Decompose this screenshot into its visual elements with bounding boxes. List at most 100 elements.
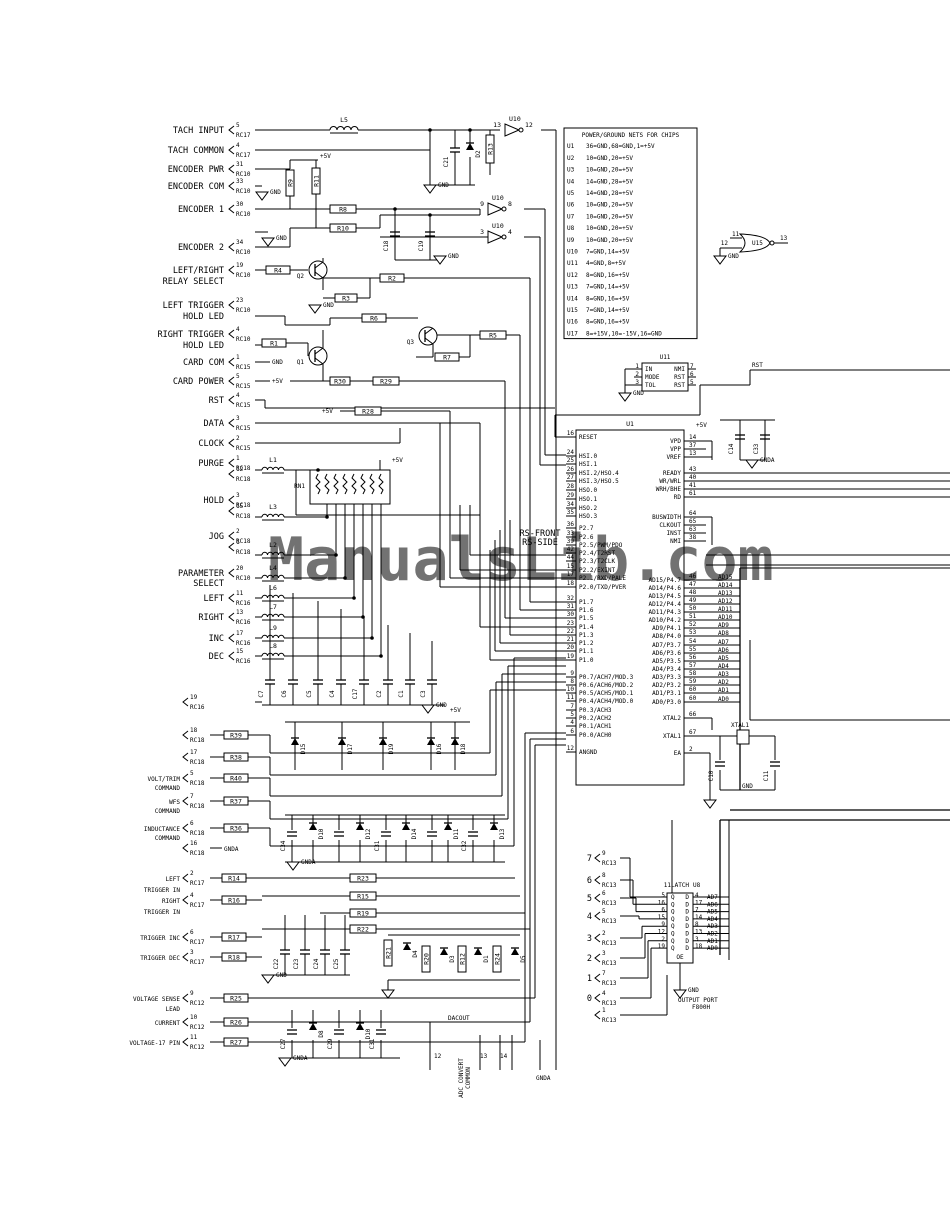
capacitor-label: C5 (306, 690, 313, 698)
resistor-label: R22 (357, 926, 369, 934)
junction-dot (428, 128, 432, 132)
pin-name: P2.5/PWM/PDO (579, 542, 623, 549)
input-label: RIGHT (198, 613, 224, 623)
inverter-gate (487, 202, 504, 216)
pin-name: Q (671, 901, 675, 908)
inductor-label: L1 (269, 456, 277, 464)
pin-number: 40 (689, 474, 697, 481)
pin-number: 23 (567, 620, 575, 627)
pin-name: P0.6/ACH6/MOD.2 (579, 682, 634, 689)
pin-name: RD (674, 494, 682, 501)
connector-id: RC15 (236, 364, 251, 371)
connector-id: RC12 (190, 1044, 205, 1051)
pin-name: HSI.0 (579, 453, 597, 460)
pin-name: RST (674, 374, 685, 381)
connector-id: RC17 (190, 880, 205, 887)
connector-id: RC18 (236, 513, 251, 520)
pin-number: 37 (689, 442, 697, 449)
input-label: TRIGGER INC (140, 935, 180, 942)
pin-number: 7 (570, 703, 574, 710)
resistor (457, 945, 467, 973)
input-label: PARAMETER (178, 569, 225, 579)
connector-arrow (228, 593, 235, 603)
transistor-emitter (314, 357, 324, 365)
bus-label: AD8 (718, 630, 729, 637)
resistor (221, 932, 247, 942)
pin-number: 36 (567, 521, 575, 528)
input-label: COMMAND (155, 835, 181, 842)
junction-dot (428, 213, 432, 217)
pin-name: P2.2/EXINT (579, 567, 616, 574)
input-label: VOLT/TRIM (147, 776, 180, 783)
diode-label: D10 (365, 1028, 372, 1039)
u11-chip (641, 362, 689, 392)
connector-id: RC16 (190, 704, 205, 711)
inductor-coil (261, 613, 285, 618)
capacitor-label: C19 (418, 240, 425, 251)
resistor-label: R11 (313, 175, 321, 187)
pin-name: P1.3 (579, 632, 594, 639)
bus-label: AD0 (707, 945, 718, 952)
connector-arrow (182, 993, 189, 1003)
ground-label: GND (436, 702, 447, 709)
bank-label: RS-FRONT (520, 529, 561, 539)
input-label: CLOCK (198, 439, 224, 449)
pin-number: 5 (690, 379, 694, 386)
pin-number: 5 (602, 908, 606, 915)
bus-label: AD4 (707, 916, 718, 923)
diode-label: D15 (300, 743, 307, 754)
table-cell: 10=GND,20=+5V (586, 237, 633, 244)
pin-name: P0.5/ACH5/MOD.1 (579, 690, 634, 697)
pin-name: Q (671, 931, 675, 938)
pin-number: 19 (567, 653, 575, 660)
net-label: GNDA (536, 1075, 551, 1082)
resistor-label: R38 (230, 754, 242, 762)
bus-label: AD2 (707, 931, 718, 938)
input-label: WFS (169, 799, 180, 806)
pin-name: AD10/P4.2 (648, 617, 681, 624)
table-cell: U6 (567, 202, 575, 209)
connector-arrow (228, 376, 235, 386)
pin-number: 8 (508, 200, 512, 208)
inductor-coil (261, 594, 285, 599)
connector-id: RC17 (236, 132, 251, 139)
connector-arrow (228, 612, 235, 622)
net-label: GNDA (224, 846, 239, 853)
connector-id: RC15 (236, 402, 251, 409)
connector-arrow (182, 952, 189, 962)
resistor-label: R29 (380, 378, 392, 386)
table-cell: 4=GND,8=+5V (586, 260, 626, 267)
inductor-label: L6 (269, 584, 277, 592)
resistor-label: R40 (230, 775, 242, 783)
net-label: COMMON (465, 1067, 472, 1089)
input-label: COMMAND (155, 785, 181, 792)
diode (309, 823, 317, 830)
table-cell: U3 (567, 167, 575, 174)
resistor-label: R10 (337, 225, 349, 233)
table-cell: U11 (567, 260, 578, 267)
pin-name: P0.2/ACH2 (579, 715, 612, 722)
pin-number: 32 (567, 595, 575, 602)
pin-number: 12 (236, 466, 244, 473)
pin-name: WRH/BHE (656, 486, 682, 493)
pin-name: D (685, 894, 689, 901)
diode-label: D19 (388, 743, 395, 754)
resistor-element (333, 473, 339, 495)
connector-id: RC18 (190, 850, 205, 857)
pin-number: 13 (236, 609, 244, 616)
pin-number: 3 (480, 228, 484, 236)
pin-number: 24 (567, 449, 575, 456)
pin-number: 13 (780, 235, 788, 242)
net-label: RST (752, 362, 763, 369)
diode (309, 1023, 317, 1030)
connector-arrow (228, 542, 235, 552)
pin-name: P1.5 (579, 615, 594, 622)
pin-name: P2.1/RXD/PALE (579, 575, 626, 582)
pin-number: 2 (689, 746, 693, 753)
resistor (223, 1037, 249, 1047)
crystal (736, 729, 750, 745)
pin-number: 7 (690, 363, 694, 370)
pin-number: 9 (602, 850, 606, 857)
connector-id: RC18 (236, 538, 251, 545)
